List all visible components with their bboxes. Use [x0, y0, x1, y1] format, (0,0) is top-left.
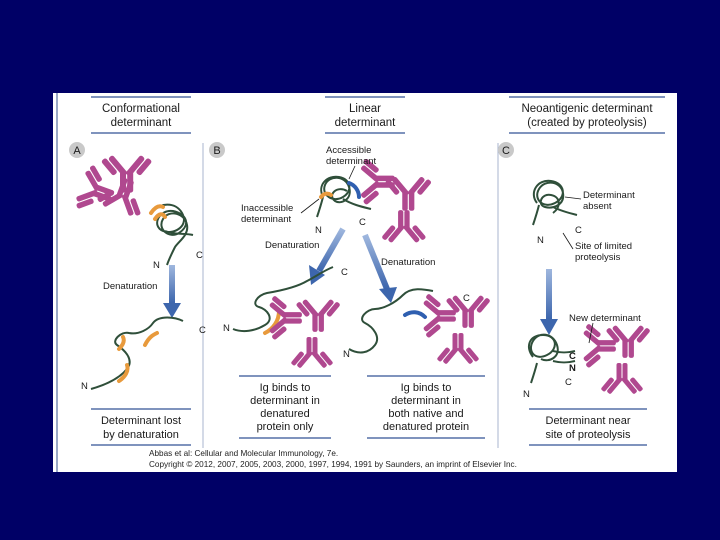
- panel-b-left-n: N: [223, 323, 230, 334]
- svg-text:C: C: [502, 145, 510, 157]
- panel-b-right-result-line2: determinant in: [391, 395, 461, 407]
- panel-c-n-cleaved: N: [569, 363, 576, 374]
- panel-b-left-result-line2: determinant in: [250, 395, 320, 407]
- panel-b-left-result-line1: Ig binds to: [260, 382, 311, 394]
- header-c-line2: (created by proteolysis): [527, 117, 647, 129]
- panel-b-right-arrow: [365, 235, 397, 303]
- header-a-line1: Conformational: [102, 103, 180, 115]
- panel-c-n-native: N: [537, 235, 544, 246]
- panel-b-left-result-line3: denatured: [260, 408, 310, 420]
- panel-a-native-protein: [151, 205, 193, 265]
- credit-line2: Copyright © 2012, 2007, 2005, 2003, 2000…: [149, 460, 517, 469]
- panel-b-right-antibodies: [423, 293, 491, 364]
- panel-b-right-result-line3: both native and: [388, 408, 463, 420]
- panel-a-antibodies: [72, 155, 152, 220]
- panel-b-right-arrow-label: Denaturation: [381, 257, 435, 268]
- panel-b-right-result-line1: Ig binds to: [401, 382, 452, 394]
- panel-c-absent-line2: absent: [583, 201, 612, 212]
- panel-b-inaccessible-line2: determinant: [241, 214, 292, 225]
- panel-b-left-arrow-label: Denaturation: [265, 240, 319, 251]
- panel-b-left-result-box: Ig binds to determinant in denatured pro…: [239, 376, 331, 438]
- panel-c-new-determinant: New determinant: [569, 313, 641, 324]
- header-conformational: Conformational determinant: [91, 97, 191, 133]
- panel-c-antibodies: [583, 323, 651, 394]
- svg-text:A: A: [73, 145, 81, 157]
- panel-c-n-end: N: [523, 389, 530, 400]
- panel-c-site-line1: Site of limited: [575, 241, 632, 252]
- panel-a-result-line2: by denaturation: [103, 429, 179, 441]
- panel-a-result-box: Determinant lost by denaturation: [91, 409, 191, 445]
- panel-b-accessible-line1: Accessible: [326, 145, 371, 156]
- panel-b-left-result-line4: protein only: [257, 421, 314, 433]
- panel-c-c-cleaved: C: [569, 351, 576, 362]
- panel-b-antibodies: [360, 158, 432, 243]
- panel-b-c-native: C: [359, 217, 366, 228]
- panel-b-right-c: C: [463, 293, 470, 304]
- panel-a-c-denatured: C: [199, 325, 206, 336]
- panel-b-left-antibodies: [269, 295, 341, 368]
- header-neoantigenic: Neoantigenic determinant (created by pro…: [509, 97, 665, 133]
- panel-b-accessible-leader: [349, 166, 355, 179]
- panel-c-c-native: C: [575, 225, 582, 236]
- header-b-line2: determinant: [335, 117, 397, 129]
- panel-c-site-leader: [563, 233, 573, 249]
- panel-c-result-line2: site of proteolysis: [546, 429, 631, 441]
- panel-b-left-c: C: [341, 267, 348, 278]
- panel-c-site-line2: proteolysis: [575, 252, 621, 263]
- svg-text:B: B: [213, 145, 220, 157]
- panel-letter-b: B: [209, 142, 225, 158]
- panel-c-result-box: Determinant near site of proteolysis: [529, 409, 647, 445]
- panel-a-denaturation-label: Denaturation: [103, 281, 157, 292]
- panel-a-denaturation-arrow: [163, 265, 181, 318]
- panel-b-right-result-line4: denatured protein: [383, 421, 469, 433]
- panel-b-right-n: N: [343, 349, 350, 360]
- panel-b-inaccessible-leader: [301, 199, 319, 213]
- credit-line1: Abbas et al: Cellular and Molecular Immu…: [149, 449, 338, 458]
- panel-b-n-native: N: [315, 225, 322, 236]
- header-linear: Linear determinant: [325, 97, 405, 133]
- panel-b-inaccessible-line1: Inaccessible: [241, 203, 293, 214]
- panel-a-c-native: C: [196, 250, 203, 261]
- panel-a-n-denatured: N: [81, 381, 88, 392]
- header-a-line2: determinant: [111, 117, 173, 129]
- panel-letter-a: A: [69, 142, 85, 158]
- panel-a-denatured-protein: [91, 318, 183, 390]
- panel-c-proteolysis-arrow: [540, 269, 558, 335]
- panel-a-n-native: N: [153, 260, 160, 271]
- panel-c-c-end: C: [565, 377, 572, 388]
- panel-c-absent-leader: [565, 197, 581, 199]
- panel-c-absent-line1: Determinant: [583, 190, 635, 201]
- determinant-diagram: Conformational determinant Linear determ…: [53, 93, 677, 472]
- panel-c-result-line1: Determinant near: [546, 415, 631, 427]
- figure-panel: Conformational determinant Linear determ…: [53, 93, 677, 472]
- header-c-line1: Neoantigenic determinant: [521, 103, 653, 115]
- panel-letter-c: C: [498, 142, 514, 158]
- panel-b-accessible-line2: determinant: [326, 156, 377, 167]
- header-b-line1: Linear: [349, 103, 381, 115]
- panel-a-result-line1: Determinant lost: [101, 415, 181, 427]
- panel-b-right-result-box: Ig binds to determinant in both native a…: [367, 376, 485, 438]
- panel-c-native-protein: [533, 181, 577, 225]
